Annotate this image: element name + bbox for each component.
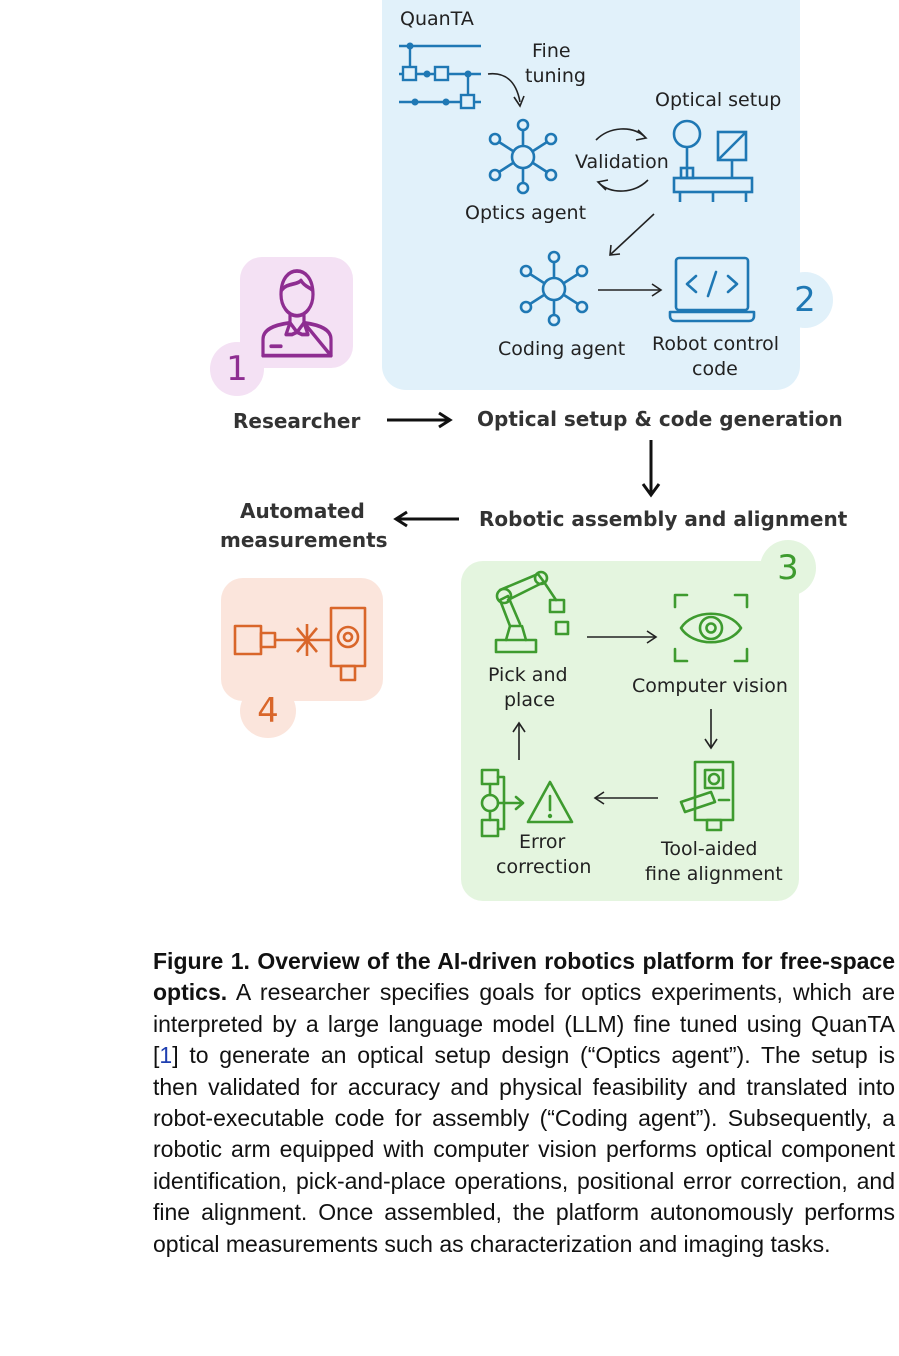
pick-place-label-line1: Pick and <box>488 664 568 686</box>
laser-camera-icon <box>233 606 367 682</box>
figure-title: Overview of the AI-driven robotics platf… <box>153 948 896 1006</box>
computer-vision-label: Computer vision <box>632 675 788 697</box>
fine-tuning-label-line2: tuning <box>525 65 586 87</box>
error-correction-icon <box>480 768 574 838</box>
stage-robotic-assembly: Robotic assembly and alignment <box>479 507 848 531</box>
computer-vision-icon <box>673 593 749 663</box>
coding-agent-label: Coding agent <box>498 338 626 360</box>
stage-automated-measurements-line2: measurements <box>220 528 388 552</box>
optical-setup-icon <box>672 119 754 202</box>
coding-agent-icon <box>519 250 589 327</box>
caption-text-part1: A researcher specifies goals for optics … <box>153 979 895 1069</box>
flow-arrow-assembly-to-measurements <box>393 510 459 528</box>
fine-tuning-label-line1: Fine <box>532 40 571 62</box>
citation-link[interactable]: 1 <box>159 1042 173 1069</box>
validation-label: Validation <box>575 151 669 173</box>
figure-caption: Figure 1. Overview of the AI-driven robo… <box>153 946 895 1260</box>
robot-arm-icon <box>494 570 570 654</box>
error-correction-label-line1: Error <box>519 831 566 853</box>
stage-automated-measurements-line1: Automated <box>240 499 365 523</box>
pick-place-label-line2: place <box>504 689 556 711</box>
error-correction-label-line2: correction <box>496 856 592 878</box>
badge-3: 3 <box>760 540 816 596</box>
validation-arrow-bottom <box>596 179 649 192</box>
stage-setup-generation: Optical setup & code generation <box>477 407 843 431</box>
vision-to-alignment-arrow <box>704 709 718 750</box>
pick-to-vision-arrow <box>587 630 658 644</box>
fine-tuning-arrow <box>487 72 525 108</box>
fine-alignment-label-line1: Tool-aided <box>661 838 758 860</box>
flow-arrow-researcher-to-setup <box>387 411 453 429</box>
researcher-icon <box>261 269 333 358</box>
robot-control-code-label-line2: code <box>692 358 738 380</box>
caption-text-part2: ] to generate an optical setup design (“… <box>153 1042 895 1257</box>
alignment-tool-icon <box>679 760 735 832</box>
error-to-pick-arrow <box>512 721 526 760</box>
optical-setup-label: Optical setup <box>655 89 782 111</box>
optics-agent-label: Optics agent <box>465 202 587 224</box>
badge-2: 2 <box>777 272 833 328</box>
badge-4: 4 <box>240 684 296 738</box>
validation-arrow-top <box>595 128 648 141</box>
optics-agent-icon <box>488 118 558 195</box>
quanta-circuit-icon <box>399 42 481 110</box>
quanta-panel <box>382 0 800 390</box>
quanta-title: QuanTA <box>400 8 474 30</box>
figure-label: Figure 1. <box>153 948 250 974</box>
laptop-code-icon <box>668 256 756 323</box>
alignment-to-error-arrow <box>593 791 658 805</box>
badge-1: 1 <box>210 342 264 396</box>
robot-control-code-label-line1: Robot control <box>652 333 780 355</box>
fine-alignment-label-line2: fine alignment <box>645 863 783 885</box>
flow-arrow-setup-to-assembly <box>641 440 661 498</box>
setup-to-coding-arrow <box>609 213 655 256</box>
stage-researcher: Researcher <box>233 409 361 433</box>
coding-to-code-arrow <box>598 283 663 297</box>
researcher-panel <box>240 257 353 368</box>
